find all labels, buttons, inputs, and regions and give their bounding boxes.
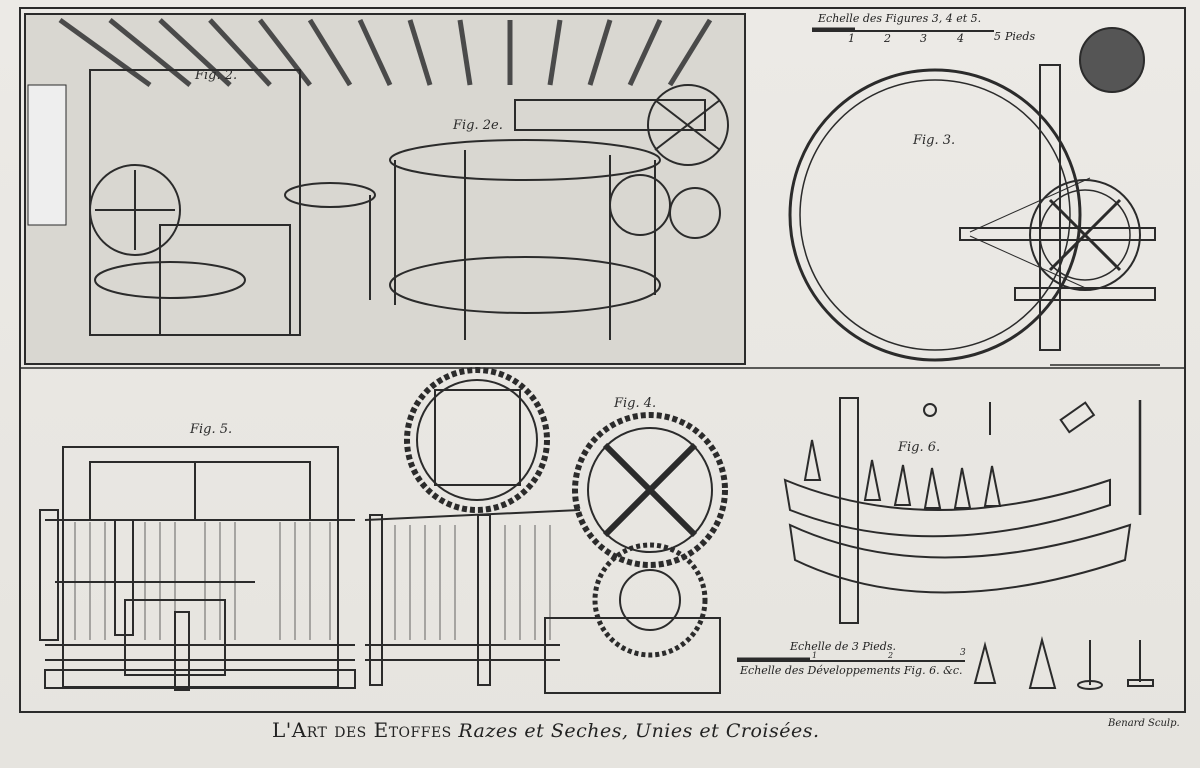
scale-top-tick: 3 [920, 32, 927, 45]
scale-top-tick: 1 [848, 32, 855, 45]
fig6-segment [783, 397, 1142, 624]
fig4-threads [394, 525, 551, 640]
window [27, 84, 67, 226]
fig5-frame [39, 446, 356, 691]
fig4-wheels [364, 367, 728, 694]
fig6-label: Fig. 6. [898, 440, 941, 455]
scale-bottom [737, 657, 965, 662]
scale-top [812, 27, 994, 32]
engraver-signature: Benard Sculp. [1108, 718, 1180, 729]
fig5-label: Fig. 5. [190, 422, 233, 437]
scale-top-unit: Pieds [1005, 30, 1036, 43]
scale-bottom-tick: 2 [888, 651, 894, 660]
plate-title-sub: Razes et Seches, Unies et Croisées. [458, 720, 820, 742]
fig2b-label: Fig. 2e. [453, 118, 503, 133]
scale-bottom-tick: 1 [812, 651, 818, 660]
scale-top-tick: 5 [994, 30, 1001, 43]
scale-top-tick: 4 [957, 32, 964, 45]
fig2-label: Fig. 2. [195, 68, 238, 83]
fig4-label: Fig. 4. [614, 396, 657, 411]
fig3-label: Fig. 3. [913, 133, 956, 148]
scale-bottom-label: Echelle de 3 Pieds. [790, 640, 896, 653]
scale-top-label: Echelle des Figures 3, 4 et 5. [818, 12, 982, 25]
plate-title-main: L'Art des Etoffes [272, 718, 452, 742]
fig2-machine-left [89, 69, 376, 336]
plate-title: L'Art des Etoffes Razes et Seches, Unies… [272, 718, 820, 742]
fig3-drum [1079, 27, 1145, 93]
scale-bottom-caption: Echelle des Développements Fig. 6. &c. [740, 664, 963, 677]
plate-border [19, 7, 1186, 713]
fig5-threads [74, 522, 331, 640]
fig2-machine-right [389, 84, 729, 340]
scale-bottom-tick: 3 [960, 648, 966, 658]
fig3-ring [788, 27, 1160, 366]
scale-top-tick: 2 [884, 32, 891, 45]
bobbin-parts [973, 636, 1154, 690]
ceiling-rafters [58, 17, 713, 88]
